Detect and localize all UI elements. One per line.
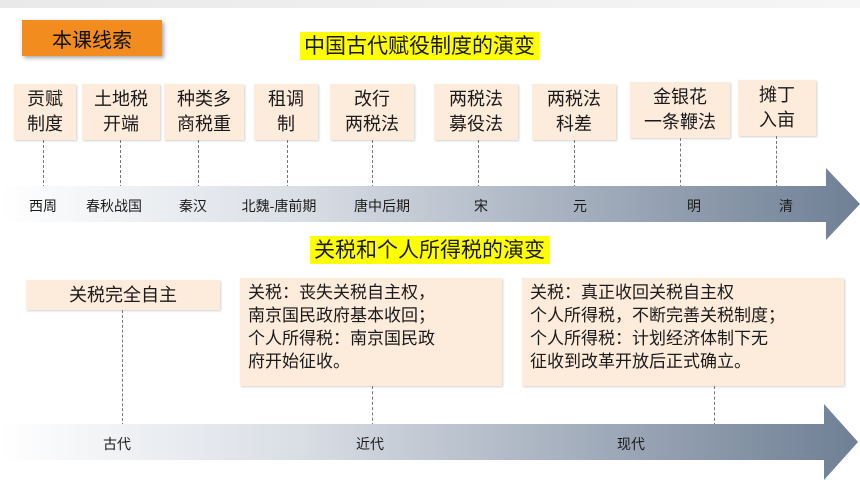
top-bar [0, 0, 860, 8]
connector-modern [372, 386, 373, 426]
connector-ancient [122, 310, 123, 426]
connector-6 [478, 140, 479, 188]
lesson-clue-tag: 本课线索 [22, 20, 162, 56]
event-box-1: 贡赋 制度 [14, 84, 76, 140]
connector-3 [198, 140, 199, 188]
period-label-1: 西周 [29, 199, 57, 215]
event-box-5: 改行 两税法 [330, 84, 414, 140]
timeline-arrow-1 [0, 168, 860, 240]
connector-2 [120, 140, 121, 188]
period-label-5: 唐中后期 [354, 199, 410, 215]
era-box-contemporary: 关税：真正收回关税自主权 个人所得税，不断完善关税制度； 个人所得税：计划经济体… [522, 278, 844, 386]
era-box-ancient: 关税完全自主 [26, 280, 220, 310]
connector-contemporary [714, 386, 715, 426]
period-label-3: 秦汉 [179, 199, 207, 215]
era-label-modern: 近代 [356, 437, 384, 453]
event-box-2: 土地税 开端 [82, 84, 160, 140]
section1-title: 中国古代赋役制度的演变 [300, 32, 539, 60]
connector-7 [574, 140, 575, 188]
event-box-9: 摊丁 入亩 [738, 80, 816, 136]
connector-8 [680, 138, 681, 188]
event-box-8: 金银花 一条鞭法 [630, 82, 730, 138]
period-label-9: 清 [779, 199, 793, 215]
connector-5 [372, 140, 373, 188]
period-label-2: 春秋战国 [86, 199, 142, 215]
era-label-contemporary: 现代 [617, 437, 645, 453]
era-box-modern: 关税：丧失关税自主权， 南京国民政府基本收回； 个人所得税：南京国民政 府开始征… [240, 278, 502, 386]
period-label-8: 明 [687, 199, 701, 215]
period-label-4: 北魏-唐前期 [241, 199, 317, 215]
period-label-6: 宋 [474, 199, 488, 215]
event-box-7: 两税法 科差 [532, 84, 616, 140]
section2-title: 关税和个人所得税的演变 [310, 236, 549, 264]
connector-4 [287, 140, 288, 188]
connector-1 [43, 140, 44, 188]
event-box-6: 两税法 募役法 [434, 84, 518, 140]
timeline-arrow-2 [0, 404, 858, 480]
event-box-4: 租调 制 [254, 84, 318, 140]
event-box-3: 种类多 商税重 [164, 84, 244, 140]
era-label-ancient: 古代 [103, 437, 131, 453]
connector-9 [776, 136, 777, 188]
period-label-7: 元 [573, 199, 587, 215]
